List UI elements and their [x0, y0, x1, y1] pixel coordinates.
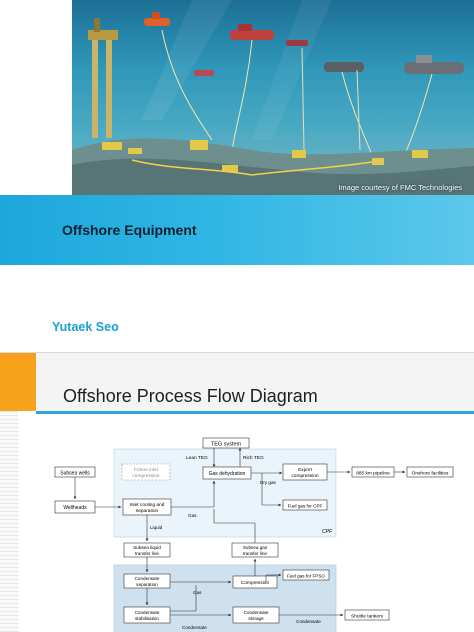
platform-icon — [88, 18, 118, 138]
onshore-label: Onshore facilities — [412, 471, 449, 477]
subsea-illustration: Image courtesy of FMC Technologies — [72, 0, 474, 195]
slide-title: Offshore Process Flow Diagram — [63, 386, 318, 406]
subsea-liquid-label-2: transfer line — [135, 551, 159, 556]
subsea-field-image — [72, 0, 474, 195]
vessel-icon — [230, 24, 274, 40]
cond-sep-label-2: separation — [136, 582, 158, 587]
liquid-label: Liquid — [150, 525, 163, 530]
shuttle-tankers-label: Shuttle tankers — [351, 614, 384, 620]
presentation-title: Offshore Equipment — [62, 222, 197, 238]
gas-dehydration-label: Gas dehydration — [209, 471, 246, 477]
gas-2-label: Gas — [193, 590, 202, 595]
pipeline-label: 885 km pipeline — [356, 471, 390, 477]
fuel-gas-fpso-label: Fuel gas for FPSO — [287, 574, 325, 579]
vessel-icon — [144, 12, 170, 26]
cond-storage-label: Condensate — [244, 610, 269, 615]
cpf-label: CPF — [322, 529, 333, 535]
condensate-b-label: Condensate — [296, 619, 321, 624]
export-label-2: compression — [291, 473, 319, 479]
subsea-gas-label: Subsea gas — [243, 545, 268, 550]
cond-sep-label: Condensate — [135, 576, 160, 581]
author-name: Yutaek Seo — [52, 320, 119, 334]
gas-label: Gas — [188, 513, 197, 518]
condensate-a-label: Condensate — [182, 625, 207, 630]
lean-teg-label: Lean TEG — [186, 455, 208, 461]
left-white-strip — [0, 0, 72, 195]
inlet-cooling-label: Inlet cooling and — [130, 502, 165, 508]
title-area — [36, 353, 474, 411]
cond-storage-label-2: storage — [248, 616, 264, 621]
cpf-region — [113, 448, 337, 538]
vessel-icon — [324, 62, 364, 72]
image-credit: Image courtesy of FMC Technologies — [338, 183, 462, 192]
subsea-liquid-label: Subsea liquid — [133, 545, 161, 550]
subsea-gas-label-2: transfer line — [243, 551, 267, 556]
process-flow-diagram: TEG system Lean TEG Rich TEG Subsea well… — [54, 437, 454, 632]
shuttle-tankers-box — [344, 609, 390, 621]
fuel-gas-cpf-box — [282, 499, 328, 511]
subsea-wells-label: Subsea wells — [60, 471, 90, 477]
wellheads-label: Wellheads — [63, 505, 87, 511]
teg-system-box — [202, 437, 250, 449]
title-underline — [36, 411, 474, 414]
fuel-gas-cpf-label: Fuel gas for CPF — [288, 504, 323, 509]
title-banner: Offshore Equipment — [0, 195, 474, 265]
orange-accent-bar — [0, 353, 36, 411]
rich-teg-label: Rich TEG — [243, 455, 264, 461]
inlet-cooling-label-2: separation — [136, 508, 159, 514]
compression-label: Compression — [241, 580, 270, 586]
onshore-box — [406, 466, 454, 478]
flow-diagram-slide: Offshore Process Flow Diagram TEG system… — [0, 352, 474, 632]
future-inlet-box — [121, 463, 171, 481]
future-inlet-label: Future inlet — [134, 467, 159, 473]
export-label: Export — [298, 467, 313, 473]
fpso-icon — [404, 55, 464, 74]
future-inlet-label-2: compression — [132, 473, 160, 479]
cond-stab-label: Condensate — [135, 610, 160, 615]
cond-stab-label-2: stabilisation — [135, 616, 159, 621]
title-slide: Image courtesy of FMC Technologies Offsh… — [0, 0, 474, 334]
fuel-gas-fpso-box — [282, 569, 330, 581]
dry-gas-label: Dry gas — [260, 480, 277, 485]
teg-system-label: TEG system — [211, 442, 242, 448]
left-margin-pattern — [0, 411, 18, 632]
